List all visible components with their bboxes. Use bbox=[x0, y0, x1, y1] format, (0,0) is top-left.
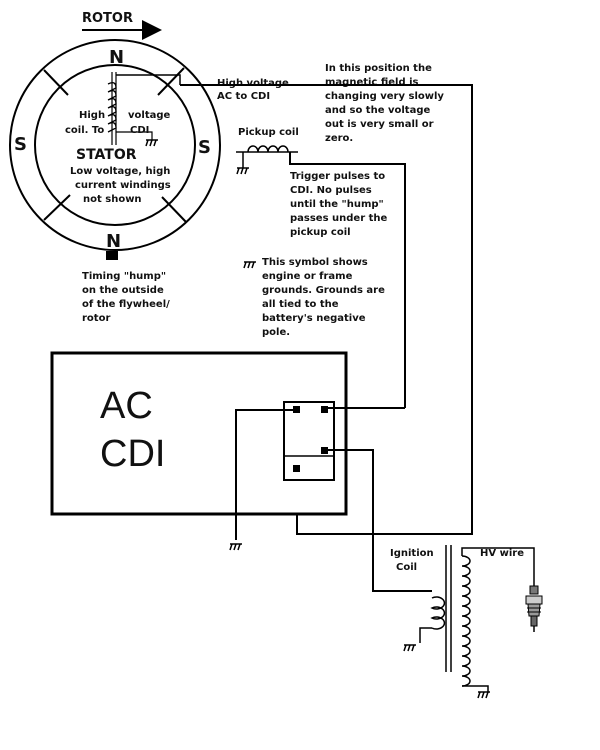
trigger-note: Trigger pulses to CDI. No pulses until t… bbox=[290, 171, 388, 238]
svg-text:passes under the: passes under the bbox=[290, 213, 388, 224]
svg-text:pole.: pole. bbox=[262, 327, 290, 338]
svg-text:CDI. No pulses: CDI. No pulses bbox=[290, 185, 372, 196]
svg-text:on the outside: on the outside bbox=[82, 285, 164, 296]
svg-text:changing very slowly: changing very slowly bbox=[325, 91, 444, 102]
cdi-label-ac: AC bbox=[100, 385, 153, 427]
cdi-ground-wire bbox=[235, 409, 296, 540]
hv-ac-note-l2: AC to CDI bbox=[217, 91, 270, 102]
hv-wire-label: HV wire bbox=[480, 548, 524, 559]
cdi-label-cdi: CDI bbox=[100, 433, 165, 475]
position-note: In this position the magnetic field is c… bbox=[325, 63, 444, 144]
hv-ac-note-l1: High voltage bbox=[217, 78, 289, 89]
svg-text:battery's negative: battery's negative bbox=[262, 313, 366, 324]
timing-hump bbox=[106, 251, 118, 260]
hv-coil-label-l1: High bbox=[79, 110, 105, 121]
hv-coil-label-r1: voltage bbox=[128, 110, 171, 121]
svg-text:of the flywheel/: of the flywheel/ bbox=[82, 299, 170, 310]
svg-text:grounds. Grounds are: grounds. Grounds are bbox=[262, 285, 385, 296]
rotor-label: ROTOR bbox=[82, 11, 133, 26]
ignition-coil-label-l1: Ignition bbox=[390, 548, 434, 559]
spark-plug bbox=[525, 585, 543, 632]
cdi-ground bbox=[229, 543, 243, 551]
svg-text:zero.: zero. bbox=[325, 133, 353, 144]
pole-north-top: N bbox=[109, 47, 124, 68]
stator-hv-coil bbox=[107, 72, 181, 147]
stator-label: STATOR bbox=[76, 147, 137, 163]
rotor bbox=[9, 39, 221, 251]
svg-text:Timing "hump": Timing "hump" bbox=[82, 271, 166, 282]
svg-text:engine or frame: engine or frame bbox=[262, 271, 353, 282]
pickup-coil bbox=[236, 145, 406, 408]
svg-text:out is very small or: out is very small or bbox=[325, 119, 434, 130]
hv-coil-label-r2: CDI bbox=[130, 125, 149, 136]
cdi-output-wire bbox=[324, 449, 432, 592]
svg-text:In this position the: In this position the bbox=[325, 63, 432, 74]
svg-text:magnetic field is: magnetic field is bbox=[325, 77, 419, 88]
ground-symbol-legend bbox=[243, 261, 257, 269]
svg-text:all tied to the: all tied to the bbox=[262, 299, 339, 310]
svg-text:until the "hump": until the "hump" bbox=[290, 199, 384, 210]
pole-south-right: S bbox=[198, 137, 211, 158]
timing-note: Timing "hump" on the outside of the flyw… bbox=[82, 271, 170, 324]
svg-text:pickup coil: pickup coil bbox=[290, 227, 351, 238]
hv-coil-label-l2: coil. To bbox=[65, 125, 104, 136]
svg-text:rotor: rotor bbox=[82, 313, 110, 324]
pickup-coil-label: Pickup coil bbox=[238, 127, 299, 138]
svg-text:This symbol shows: This symbol shows bbox=[262, 257, 368, 268]
ignition-coil bbox=[403, 545, 535, 699]
cdi-connector bbox=[283, 401, 335, 481]
svg-text:and so the voltage: and so the voltage bbox=[325, 105, 430, 116]
stator-note-l3: not shown bbox=[83, 194, 142, 205]
pole-north-bottom: N bbox=[106, 231, 121, 252]
stator-note-l1: Low voltage, high bbox=[70, 166, 170, 177]
ignition-coil-label-l2: Coil bbox=[396, 562, 417, 573]
ground-note: This symbol shows engine or frame ground… bbox=[262, 257, 385, 338]
pole-south-left: S bbox=[14, 134, 27, 155]
stator-note-l2: current windings bbox=[75, 180, 171, 191]
svg-text:Trigger pulses to: Trigger pulses to bbox=[290, 171, 385, 182]
